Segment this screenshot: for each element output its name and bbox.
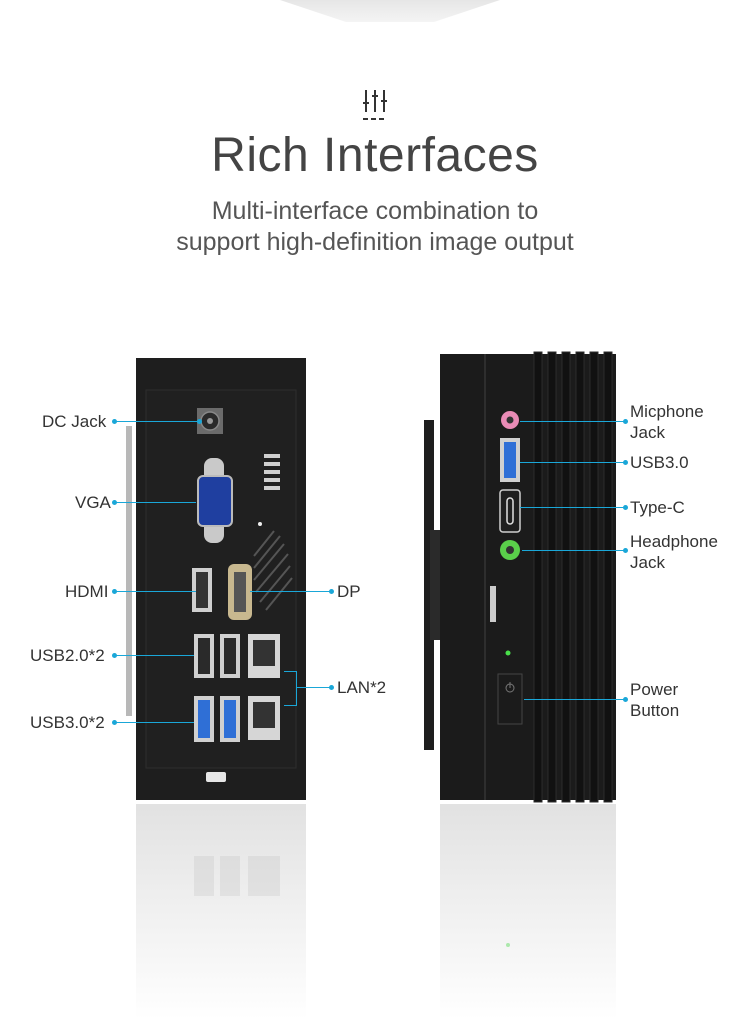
callout-headphone — [522, 550, 626, 551]
page-title: Rich Interfaces — [211, 129, 539, 182]
callout-dot-typec — [623, 505, 628, 510]
label-usb30-rear: USB3.0*2 — [30, 713, 105, 732]
callout-lan-bracket — [296, 671, 297, 706]
callout-dot-usb30-rear — [112, 720, 117, 725]
callout-dot-dp — [329, 589, 334, 594]
callout-usb30-rear — [114, 722, 194, 723]
label-power-line1: Power — [630, 680, 679, 699]
subtitle-line-1: Multi-interface combination to — [211, 197, 539, 225]
callout-dc-jack — [114, 421, 199, 422]
callout-dp — [250, 591, 332, 592]
label-usb20: USB2.0*2 — [30, 646, 105, 665]
section-header: Rich Interfaces Multi-interface combinat… — [0, 88, 750, 258]
callout-dot-headphone — [623, 548, 628, 553]
top-decoration — [280, 0, 500, 22]
callout-typec — [520, 507, 626, 508]
label-typec: Type-C — [630, 498, 685, 517]
callout-dot-mic — [623, 419, 628, 424]
front-device-image — [424, 351, 616, 1020]
callout-vga — [114, 502, 196, 503]
label-mic-line2: Jack — [630, 423, 665, 442]
rear-device-image — [126, 358, 306, 1020]
label-headphone-jack: Headphone Jack — [630, 531, 718, 573]
label-power-button: Power Button — [630, 679, 679, 721]
callout-lan-top — [284, 671, 296, 672]
subtitle-line-2: support high-definition image output — [176, 228, 574, 256]
page-subtitle: Multi-interface combination to support h… — [0, 196, 750, 258]
callout-usb20 — [114, 655, 194, 656]
callout-dot-hdmi — [112, 589, 117, 594]
callout-dot-dc-jack-end — [197, 419, 202, 424]
callout-lan-bottom — [284, 705, 296, 706]
label-hdmi: HDMI — [65, 582, 109, 601]
callout-dot-dc-jack — [112, 419, 117, 424]
callout-hdmi — [114, 591, 196, 592]
callout-power — [524, 699, 626, 700]
label-dc-jack: DC Jack — [42, 412, 107, 431]
label-power-line2: Button — [630, 701, 680, 720]
callout-dot-power — [623, 697, 628, 702]
callout-dot-vga — [112, 500, 117, 505]
label-dp: DP — [337, 582, 361, 601]
label-vga: VGA — [75, 493, 111, 512]
label-usb30-front: USB3.0 — [630, 453, 689, 472]
callout-dot-usb20 — [112, 653, 117, 658]
sliders-icon — [363, 90, 387, 120]
callout-lan — [296, 687, 332, 688]
callout-dot-usb30-front — [623, 460, 628, 465]
label-lan: LAN*2 — [337, 678, 387, 697]
callout-dot-lan — [329, 685, 334, 690]
label-headphone-line1: Headphone — [630, 532, 718, 551]
callout-mic — [520, 421, 626, 422]
callout-usb30-front — [520, 462, 626, 463]
label-mic-jack: Micphone Jack — [630, 401, 704, 443]
label-headphone-line2: Jack — [630, 553, 665, 572]
label-mic-line1: Micphone — [630, 402, 704, 421]
